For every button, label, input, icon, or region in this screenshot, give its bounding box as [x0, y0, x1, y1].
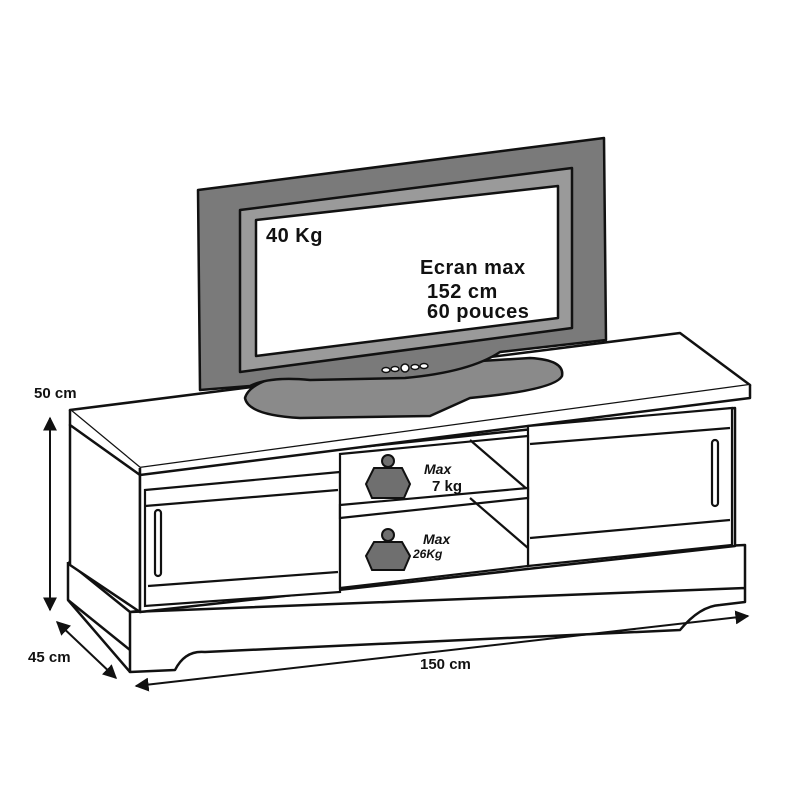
height-label: 50 cm: [34, 385, 77, 402]
upper-shelf-load-label: 7 kg: [432, 478, 463, 495]
right-doors: [526, 406, 734, 568]
tv-screen-label-line1: Ecran max: [420, 257, 526, 279]
tv-screen-label-line3: 60 pouces: [427, 301, 530, 323]
tv-screen-label-line2: 152 cm: [427, 281, 498, 303]
tv-screen: [254, 184, 560, 358]
weight-icon-lower: [364, 528, 412, 571]
dimension-lines: [43, 416, 750, 692]
weight-icon-upper: [364, 454, 412, 499]
width-label: 150 cm: [420, 656, 471, 673]
tv-buttons: [381, 362, 429, 374]
upper-shelf-max-label: Max: [424, 461, 452, 477]
width-dimension-line: [134, 610, 750, 692]
tv: [196, 136, 608, 420]
left-doors: [143, 470, 342, 608]
depth-label: 45 cm: [28, 649, 71, 666]
shelf-compartment: [338, 434, 530, 590]
tv-weight-label: 40 Kg: [266, 225, 323, 247]
left-door-handle: [153, 508, 163, 578]
right-door-handle: [710, 438, 720, 508]
lower-shelf-max-label: Max: [423, 531, 451, 547]
lower-shelf-load-label: 26Kg: [413, 547, 443, 561]
depth-dimension-line: [55, 621, 118, 679]
